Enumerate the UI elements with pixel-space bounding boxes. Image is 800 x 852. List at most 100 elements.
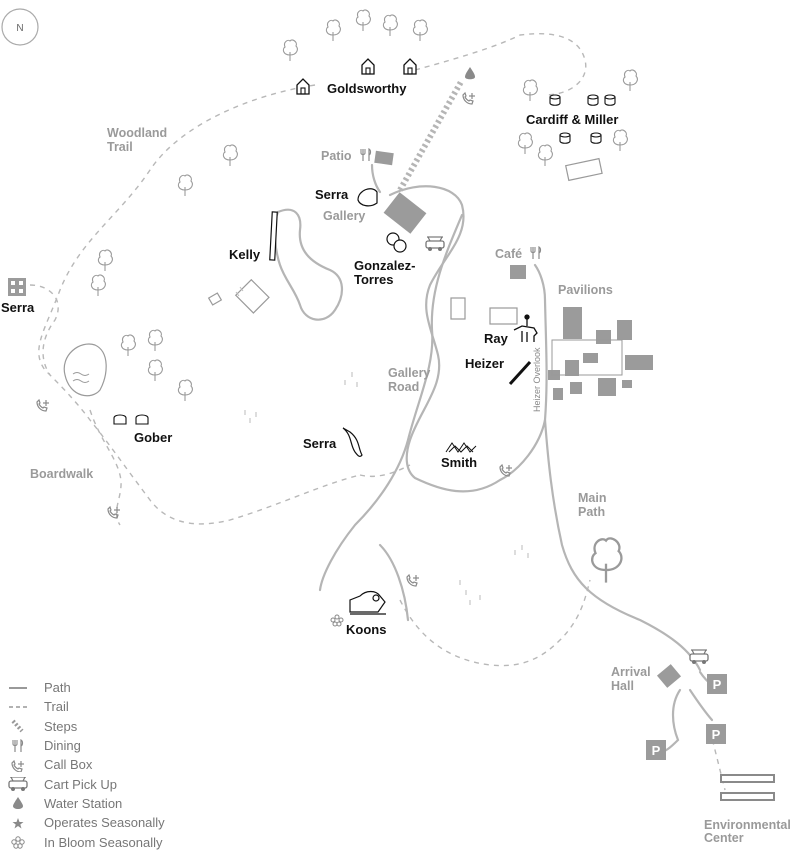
- call-boxes: [36, 92, 513, 587]
- legend-label: Operates Seasonally: [44, 815, 165, 831]
- legend-label: Trail: [44, 699, 69, 715]
- serra-south-label: Serra: [303, 436, 337, 451]
- kelly-loop: [273, 208, 343, 321]
- pavilions-label: Pavilions: [558, 283, 613, 297]
- steps: [397, 78, 465, 192]
- pond: [63, 343, 107, 397]
- call-box-icon: [36, 399, 50, 412]
- cart-icon[interactable]: [689, 649, 709, 665]
- parking-signs: P P P: [646, 674, 727, 760]
- legend-label: In Bloom Seasonally: [44, 834, 163, 850]
- gallery-label: Gallery: [323, 209, 365, 223]
- patio-spur: [370, 163, 382, 194]
- cardiff-miller-label: Cardiff & Miller: [526, 112, 618, 127]
- koons-label: Koons: [346, 622, 386, 637]
- smith-label: Smith: [441, 455, 477, 470]
- serra-gallery-sculpture: [357, 188, 378, 207]
- svg-text:P: P: [712, 727, 721, 742]
- svg-text:P: P: [652, 743, 661, 758]
- legend-label: Call Box: [44, 757, 93, 773]
- heizer-sculpture: [508, 360, 532, 386]
- gallery-building: [383, 192, 427, 234]
- legend-label: Cart Pick Up: [44, 776, 117, 792]
- legend-item: Operates Seasonally: [0, 813, 165, 832]
- kelly-label: Kelly: [229, 247, 261, 262]
- heizer-label: Heizer: [465, 356, 504, 371]
- call-box-icon: [462, 92, 476, 105]
- trail-dash-icon: [0, 702, 36, 712]
- call-box-icon: [0, 758, 36, 772]
- legend-item: Water Station: [0, 794, 165, 813]
- main-path-label: Main Path: [578, 491, 610, 519]
- serra-west-label: Serra: [1, 300, 35, 315]
- legend-item: Cart Pick Up: [0, 774, 165, 793]
- legend-label: Water Station: [44, 795, 123, 811]
- legend: Path Trail Steps Dining Call Box Cart Pi…: [0, 678, 165, 852]
- koons-spur: [378, 543, 410, 622]
- svg-text:P: P: [713, 677, 722, 692]
- ray-label: Ray: [484, 331, 509, 346]
- main-path: [543, 418, 702, 672]
- woodland-trail-label: Woodland Trail: [107, 126, 171, 154]
- gober-sculpture: [113, 414, 149, 425]
- compass-label: N: [16, 23, 23, 34]
- water-drop-icon: [0, 796, 36, 810]
- serra-west-sculpture: [8, 278, 26, 296]
- legend-item: Call Box: [0, 755, 165, 774]
- legend-label: Dining: [44, 738, 81, 754]
- environment-trail: [709, 729, 726, 791]
- serra-gallery-label: Serra: [315, 187, 349, 202]
- koons-sculpture: [349, 590, 386, 615]
- north-loop-trail: [414, 33, 587, 96]
- legend-item: Trail: [0, 697, 165, 716]
- goldsworthy-label: Goldsworthy: [327, 81, 407, 96]
- call-box-icon: [107, 506, 121, 519]
- environmental-center-label: Environmental Center: [704, 818, 794, 845]
- koons-trail: [399, 579, 591, 667]
- legend-item: Steps: [0, 717, 165, 736]
- legend-item: Path: [0, 678, 165, 697]
- gober-label: Gober: [134, 430, 172, 445]
- gallery-road-label: Gallery Road: [388, 366, 434, 394]
- call-box-icon: [406, 574, 420, 587]
- patio-label: Patio: [321, 149, 352, 163]
- cart-icon[interactable]: [425, 236, 445, 252]
- paths: [273, 163, 714, 754]
- boardwalk-label: Boardwalk: [30, 467, 93, 481]
- flower-icon: [330, 614, 344, 627]
- serra-west-trail: [29, 284, 59, 376]
- flower-icon: [0, 835, 36, 849]
- trails: [29, 33, 726, 791]
- woodland-trail: [38, 84, 361, 525]
- star-icon: [0, 816, 36, 830]
- cart-icon: [0, 777, 36, 792]
- gonzalez-torres-label: Gonzalez- Torres: [354, 258, 419, 287]
- kelly-sculpture: [269, 211, 278, 261]
- cafe-label: Café: [495, 247, 522, 261]
- serra-south-sculpture: [342, 427, 363, 458]
- buildings: [374, 150, 682, 688]
- compass: N: [1, 8, 39, 46]
- dining-icon: [360, 148, 372, 162]
- steps-icon: [0, 719, 36, 733]
- path-line-icon: [0, 683, 36, 693]
- legend-label: Path: [44, 680, 71, 696]
- legend-item: Dining: [0, 736, 165, 755]
- arrival-hall-building: [656, 664, 682, 688]
- dining-icon: [530, 246, 542, 260]
- patio-building: [374, 150, 394, 166]
- gallery-road: [318, 213, 464, 592]
- arrival-hall-label: Arrival Hall: [611, 665, 654, 693]
- east-trail: [359, 464, 411, 477]
- main-loop-path: [388, 185, 548, 493]
- environmental-center-buildings: [720, 774, 775, 801]
- legend-item: In Bloom Seasonally: [0, 832, 165, 851]
- smith-sculpture: [445, 442, 477, 453]
- boardwalk-trail: [89, 409, 122, 526]
- legend-label: Steps: [44, 718, 78, 734]
- cafe-building: [510, 265, 526, 279]
- water-drop-icon: [465, 67, 475, 80]
- heizer-overlook-label: Heizer Overlook: [532, 347, 542, 412]
- dining-icon: [0, 738, 36, 753]
